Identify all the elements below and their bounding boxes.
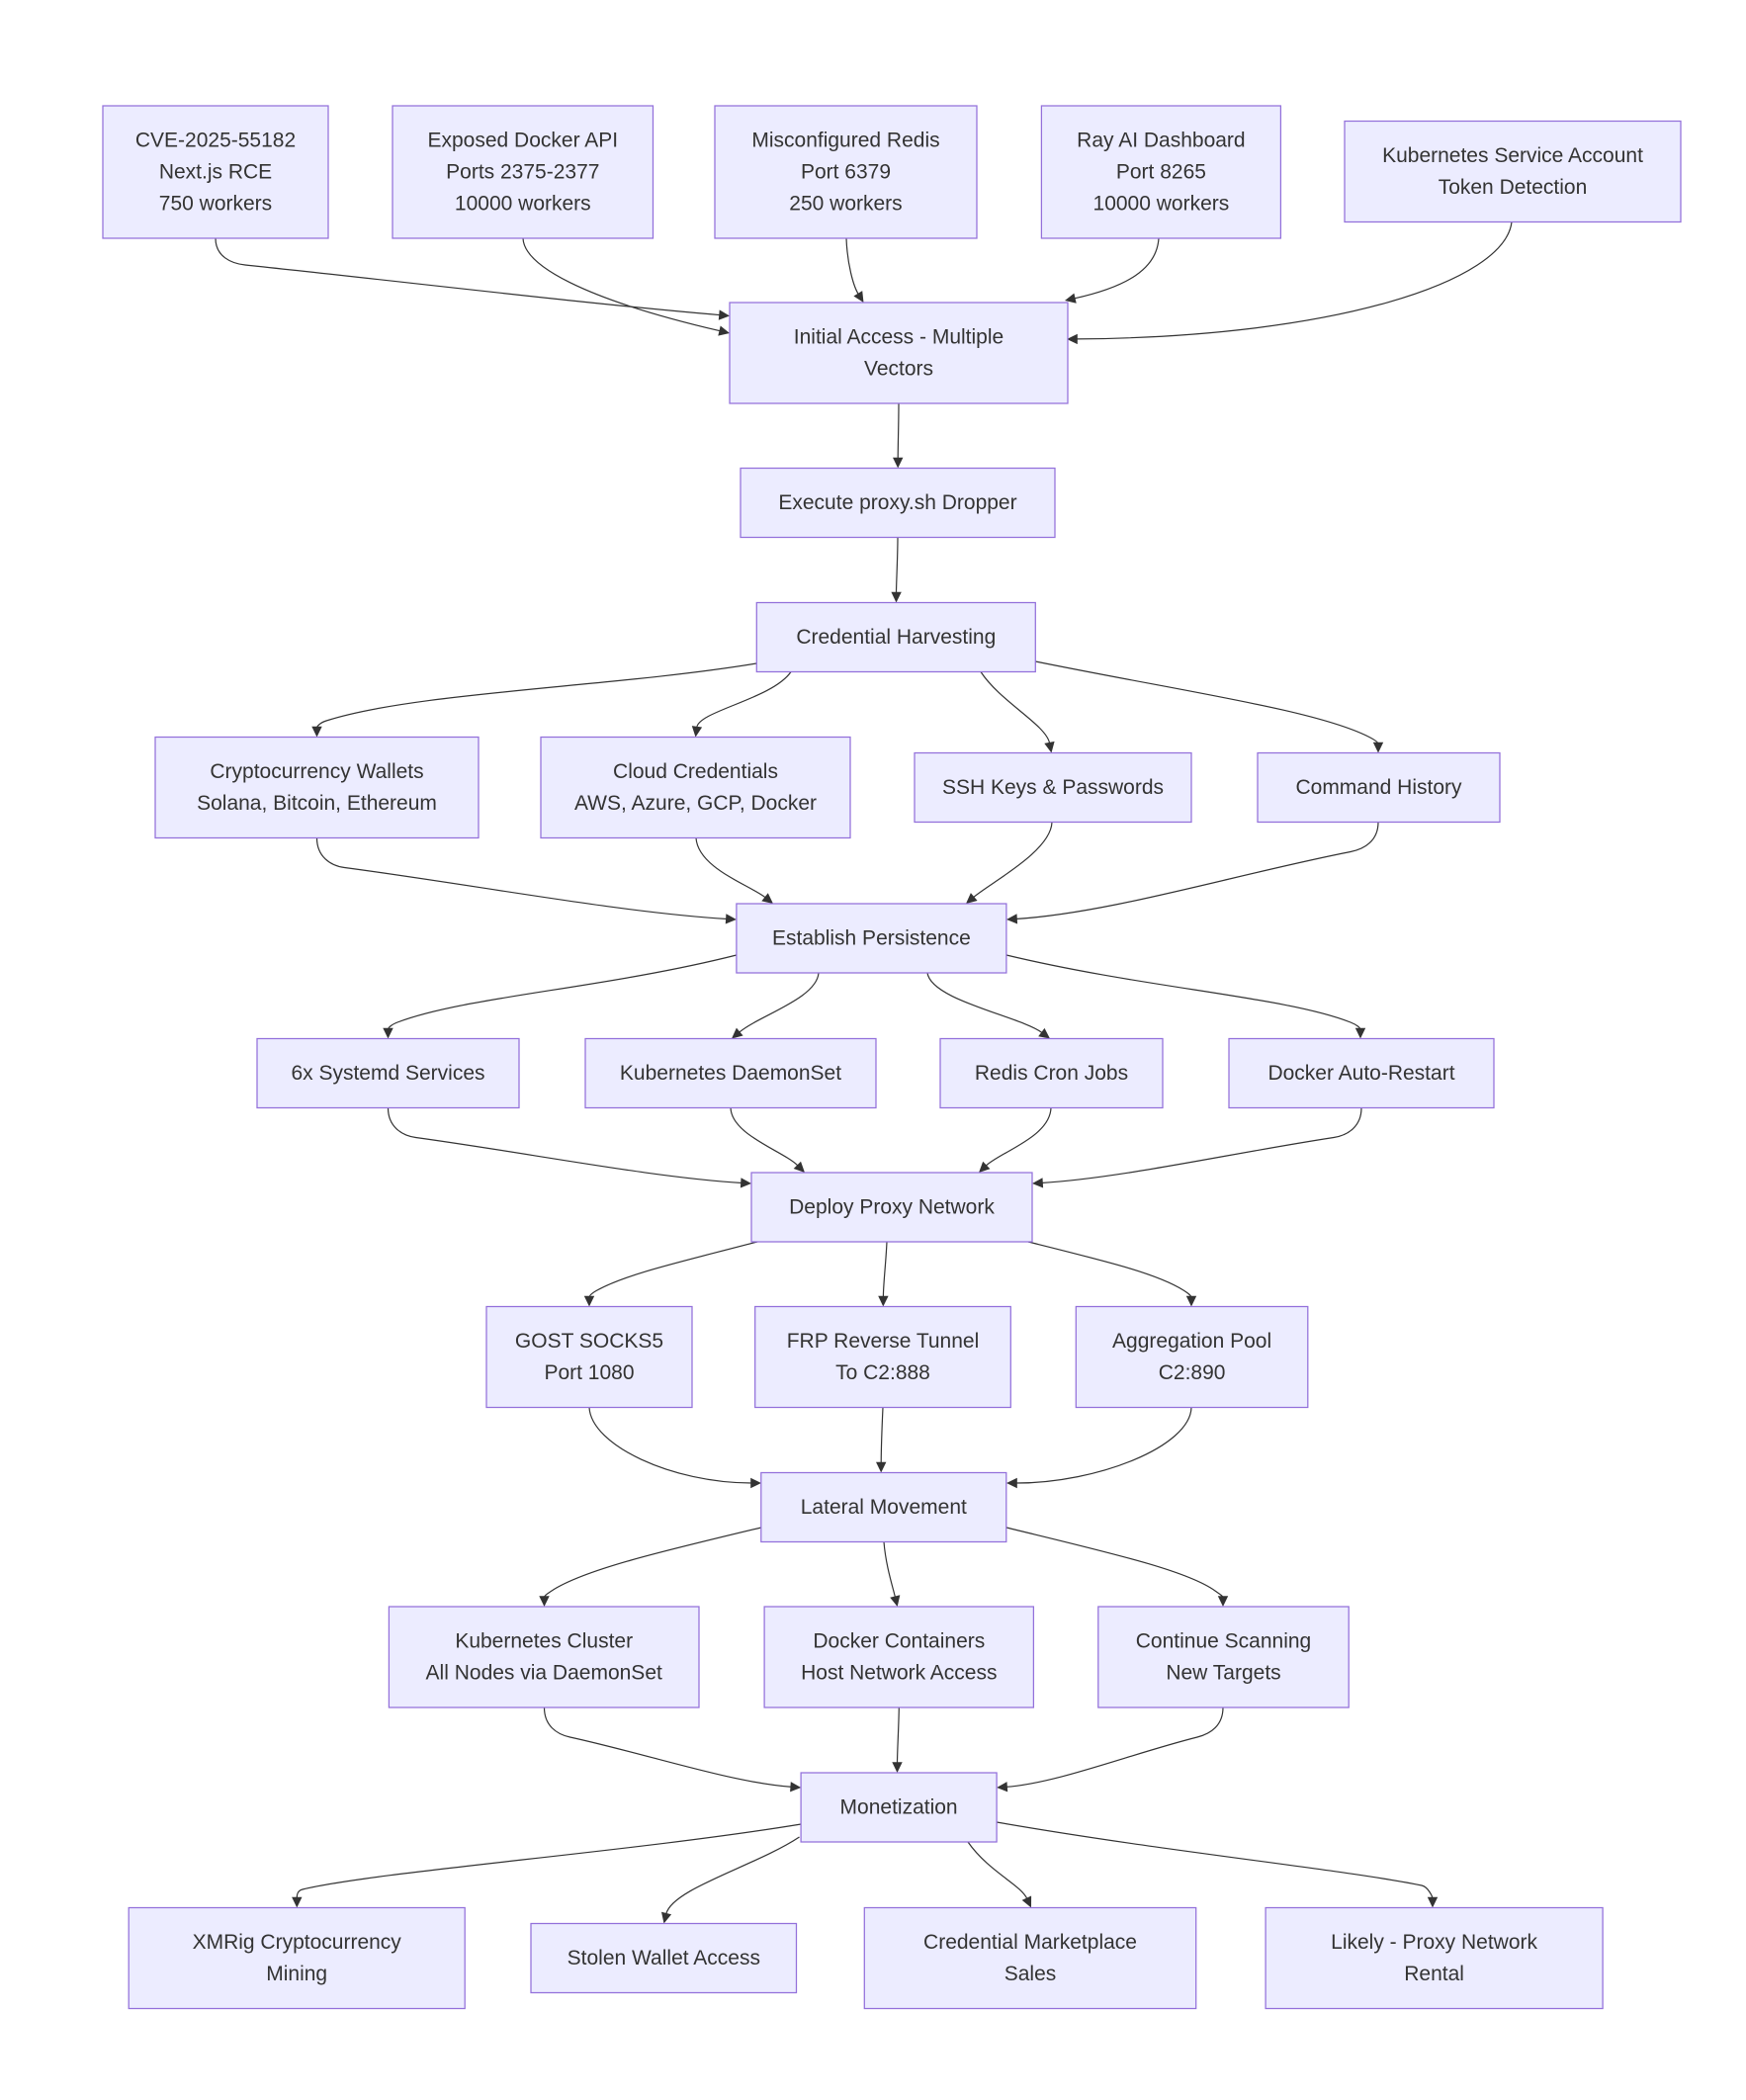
svg-text:C2:890: C2:890 xyxy=(1159,1361,1226,1384)
svg-text:Docker Containers: Docker Containers xyxy=(813,1630,985,1653)
svg-text:AWS, Azure, GCP, Docker: AWS, Azure, GCP, Docker xyxy=(574,792,817,815)
svg-text:Cryptocurrency Wallets: Cryptocurrency Wallets xyxy=(210,760,423,783)
svg-text:GOST SOCKS5: GOST SOCKS5 xyxy=(515,1330,663,1353)
svg-text:Exposed Docker API: Exposed Docker API xyxy=(427,130,618,152)
svg-text:Establish Persistence: Establish Persistence xyxy=(772,927,971,950)
svg-text:Stolen Wallet Access: Stolen Wallet Access xyxy=(567,1947,760,1969)
svg-text:Mining: Mining xyxy=(266,1963,327,1985)
svg-text:750 workers: 750 workers xyxy=(159,193,272,216)
svg-text:FRP Reverse Tunnel: FRP Reverse Tunnel xyxy=(787,1330,980,1353)
svg-text:Docker Auto-Restart: Docker Auto-Restart xyxy=(1267,1062,1454,1085)
svg-text:Port 8265: Port 8265 xyxy=(1116,161,1206,184)
svg-text:6x Systemd Services: 6x Systemd Services xyxy=(291,1062,484,1085)
svg-text:SSH Keys & Passwords: SSH Keys & Passwords xyxy=(942,776,1164,799)
svg-text:Execute proxy.sh Dropper: Execute proxy.sh Dropper xyxy=(778,491,1016,514)
svg-text:Ray AI Dashboard: Ray AI Dashboard xyxy=(1077,130,1245,152)
svg-text:Misconfigured Redis: Misconfigured Redis xyxy=(751,130,939,152)
svg-text:Likely - Proxy Network: Likely - Proxy Network xyxy=(1331,1931,1537,1954)
svg-text:Continue Scanning: Continue Scanning xyxy=(1136,1630,1311,1653)
svg-text:Ports 2375-2377: Ports 2375-2377 xyxy=(446,161,599,184)
svg-text:Vectors: Vectors xyxy=(864,358,933,381)
svg-text:Token Detection: Token Detection xyxy=(1439,176,1588,199)
svg-text:Monetization: Monetization xyxy=(840,1796,958,1819)
svg-text:10000 workers: 10000 workers xyxy=(455,193,591,216)
svg-text:Initial Access - Multiple: Initial Access - Multiple xyxy=(794,326,1004,349)
svg-text:10000 workers: 10000 workers xyxy=(1093,193,1230,216)
svg-text:Kubernetes Cluster: Kubernetes Cluster xyxy=(455,1630,633,1653)
svg-text:Rental: Rental xyxy=(1404,1963,1464,1985)
svg-text:XMRig Cryptocurrency: XMRig Cryptocurrency xyxy=(193,1931,402,1954)
svg-text:Next.js RCE: Next.js RCE xyxy=(159,161,272,184)
svg-text:Port 6379: Port 6379 xyxy=(801,161,891,184)
svg-text:Credential Marketplace: Credential Marketplace xyxy=(923,1931,1137,1954)
svg-text:All Nodes via DaemonSet: All Nodes via DaemonSet xyxy=(426,1662,662,1685)
svg-text:Credential Harvesting: Credential Harvesting xyxy=(796,626,996,649)
svg-text:Cloud Credentials: Cloud Credentials xyxy=(613,760,778,783)
svg-text:Kubernetes Service Account: Kubernetes Service Account xyxy=(1382,144,1643,167)
svg-text:Solana, Bitcoin, Ethereum: Solana, Bitcoin, Ethereum xyxy=(197,792,437,815)
svg-text:Command History: Command History xyxy=(1295,776,1462,799)
svg-text:Deploy Proxy Network: Deploy Proxy Network xyxy=(789,1196,995,1219)
svg-text:Sales: Sales xyxy=(1004,1963,1057,1985)
svg-text:New Targets: New Targets xyxy=(1166,1662,1280,1685)
svg-text:Redis Cron Jobs: Redis Cron Jobs xyxy=(975,1062,1128,1085)
svg-text:250 workers: 250 workers xyxy=(789,193,902,216)
svg-text:To C2:888: To C2:888 xyxy=(835,1361,930,1384)
svg-text:Host Network Access: Host Network Access xyxy=(801,1662,997,1685)
svg-text:Lateral Movement: Lateral Movement xyxy=(801,1496,967,1519)
svg-text:Aggregation Pool: Aggregation Pool xyxy=(1112,1330,1271,1353)
svg-text:Kubernetes DaemonSet: Kubernetes DaemonSet xyxy=(620,1062,841,1085)
svg-text:Port 1080: Port 1080 xyxy=(544,1361,634,1384)
svg-text:CVE-2025-55182: CVE-2025-55182 xyxy=(135,130,296,152)
